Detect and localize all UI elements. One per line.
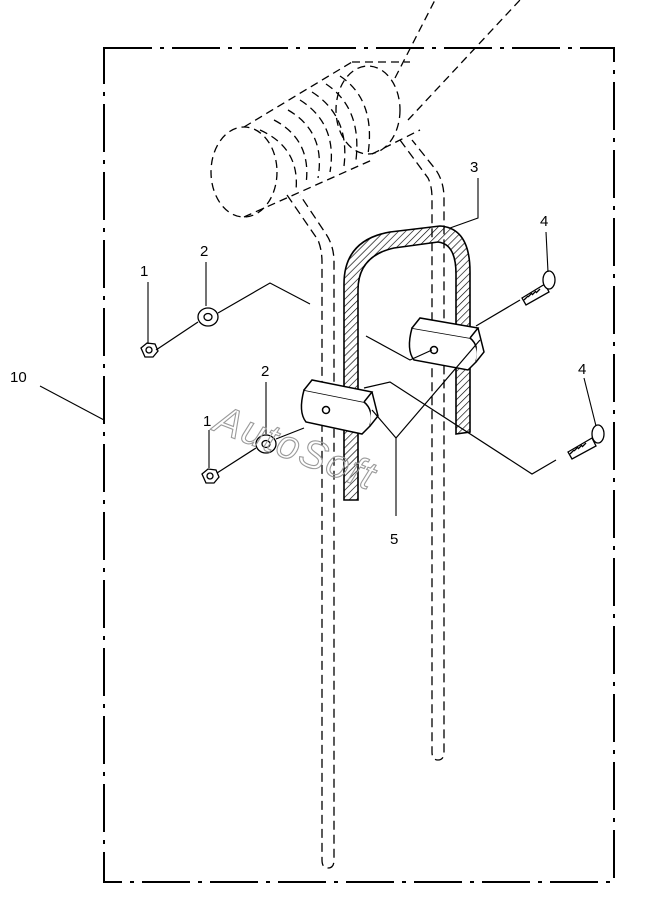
clamp-lower <box>300 379 379 435</box>
callout-1-upper: 1 <box>140 263 148 280</box>
nut-upper <box>140 342 159 358</box>
u-guard <box>343 225 471 501</box>
callout-3: 3 <box>470 159 478 176</box>
callout-5: 5 <box>390 531 398 548</box>
clamp-upper <box>408 317 485 371</box>
assembly-boundary <box>103 47 615 883</box>
assembly-lines <box>155 282 557 475</box>
nut-lower <box>201 468 220 484</box>
callout-2-upper: 2 <box>200 243 208 260</box>
callout-10: 10 <box>10 369 27 386</box>
tine-rods <box>286 139 445 869</box>
washer-lower <box>255 434 277 454</box>
bolt-lower <box>567 424 605 460</box>
callout-4-lower: 4 <box>578 361 586 378</box>
leader-lines <box>39 178 597 516</box>
callout-2-lower: 2 <box>261 363 269 380</box>
bolt-upper <box>521 270 556 306</box>
coil-spring <box>210 0 521 218</box>
callout-4-upper: 4 <box>540 213 548 230</box>
washer-upper <box>197 307 219 327</box>
callout-1-lower: 1 <box>203 413 211 430</box>
